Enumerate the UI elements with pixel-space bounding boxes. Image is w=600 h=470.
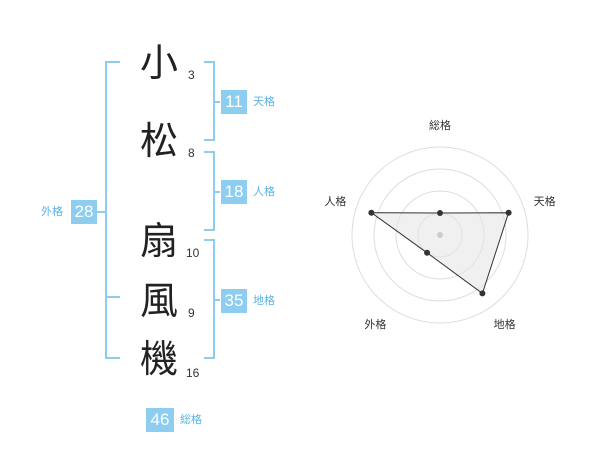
tenkaku-label: 天格 (253, 95, 275, 108)
char-2-strokes: 8 (188, 146, 195, 160)
char-5-strokes: 16 (186, 366, 200, 380)
char-4-strokes: 9 (188, 306, 195, 320)
chikaku-bracket (204, 239, 215, 359)
chikaku-value: 35 (221, 289, 247, 313)
char-3: 扇 (140, 219, 179, 263)
gaikaku-label: 外格 (41, 205, 63, 218)
jinkaku-bracket (204, 151, 215, 231)
radar-ring-3 (373, 168, 507, 302)
radar-axis-label-3: 地格 (494, 317, 516, 331)
radar-axis-label-4: 外格 (364, 317, 386, 331)
radar-center-dot (437, 232, 443, 238)
radar-area (369, 212, 510, 295)
char-2: 松 (140, 119, 179, 163)
radar-point-4 (424, 249, 431, 256)
jinkaku-label: 人格 (253, 185, 275, 198)
radar-axis-label-5: 人格 (324, 194, 346, 208)
gaikaku-value: 28 (71, 200, 97, 224)
char-5: 機 (140, 337, 179, 381)
bracket-lines (96, 61, 220, 359)
char-1-strokes: 3 (188, 68, 195, 82)
radar-point-1 (437, 210, 443, 216)
radar-point-3 (479, 290, 486, 297)
char-3-strokes: 10 (186, 246, 200, 260)
soukaku-value: 46 (146, 408, 174, 432)
tenkaku-bracket (204, 61, 215, 141)
chikaku-label: 地格 (253, 294, 275, 307)
radar-point-5 (368, 209, 375, 216)
char-1: 小 (140, 41, 179, 85)
radar-point-2 (505, 209, 512, 216)
gaikaku-bracket (105, 61, 120, 359)
radar-axis-label-1: 総格 (429, 118, 451, 132)
soukaku-label: 総格 (180, 413, 202, 426)
char-4: 風 (140, 279, 179, 323)
radar-ring-4 (351, 146, 529, 324)
jinkaku-value: 18 (221, 180, 247, 204)
radar-axis-label-2: 天格 (534, 194, 556, 208)
tenkaku-value: 11 (221, 90, 247, 114)
